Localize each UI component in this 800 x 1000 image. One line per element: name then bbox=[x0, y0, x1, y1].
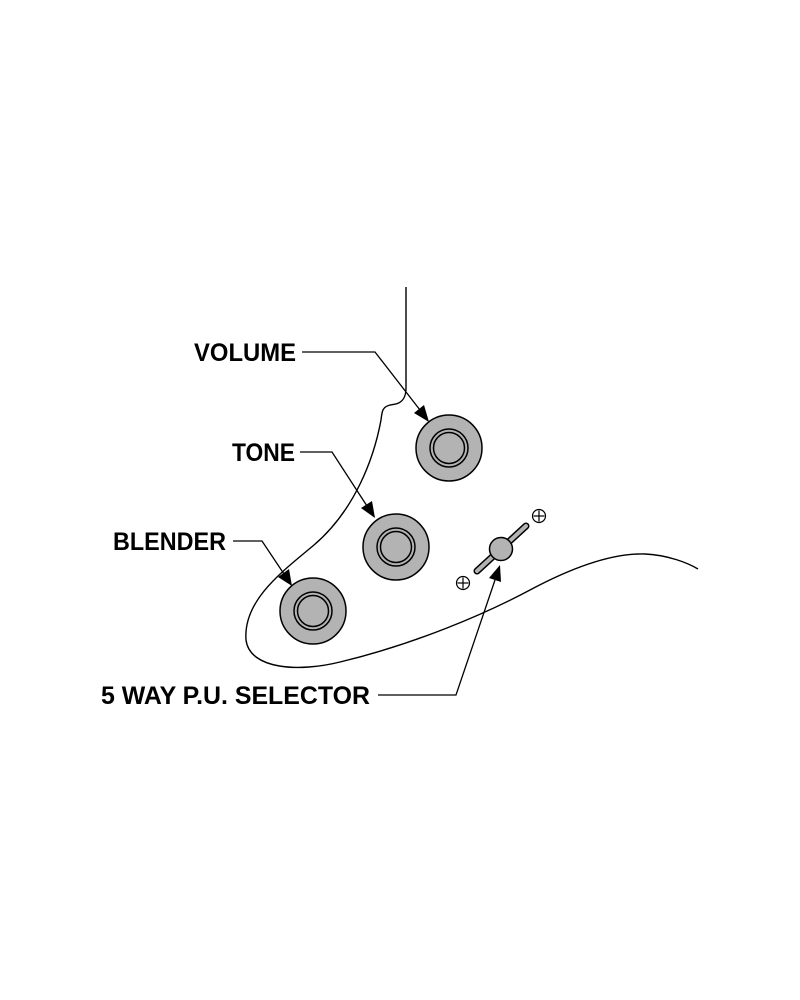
blender-knob bbox=[279, 577, 347, 645]
tone-arrowhead bbox=[361, 501, 375, 518]
selector-label: 5 WAY P.U. SELECTOR bbox=[101, 682, 370, 710]
selector-arrowhead bbox=[489, 565, 501, 582]
blender-label: BLENDER bbox=[113, 528, 226, 556]
tone-knob-ring bbox=[376, 527, 416, 567]
volume-knob-cap bbox=[432, 431, 466, 465]
blender-knob-ring bbox=[293, 591, 333, 631]
tone-label: TONE bbox=[232, 439, 295, 467]
selector-screw-bottom-icon bbox=[455, 575, 471, 591]
tone-leader-line bbox=[300, 451, 368, 507]
guitar-body-outline bbox=[245, 287, 699, 669]
volume-knob bbox=[415, 414, 483, 482]
pickup-selector-switch bbox=[455, 508, 547, 591]
blender-knob-cap bbox=[296, 594, 330, 628]
volume-arrowhead bbox=[414, 405, 429, 422]
callout-leaders bbox=[233, 351, 501, 696]
blender-arrowhead bbox=[278, 569, 292, 586]
blender-leader-line bbox=[233, 540, 285, 575]
volume-label: VOLUME bbox=[194, 339, 296, 367]
tone-knob-cap bbox=[379, 530, 413, 564]
tone-knob bbox=[362, 513, 430, 581]
volume-leader-line bbox=[302, 351, 421, 411]
selector-tip bbox=[488, 536, 514, 562]
volume-knob-ring bbox=[429, 428, 469, 468]
body-edge-line bbox=[245, 287, 699, 669]
selector-leader-line bbox=[378, 579, 496, 696]
selector-screw-top-icon bbox=[531, 508, 547, 524]
